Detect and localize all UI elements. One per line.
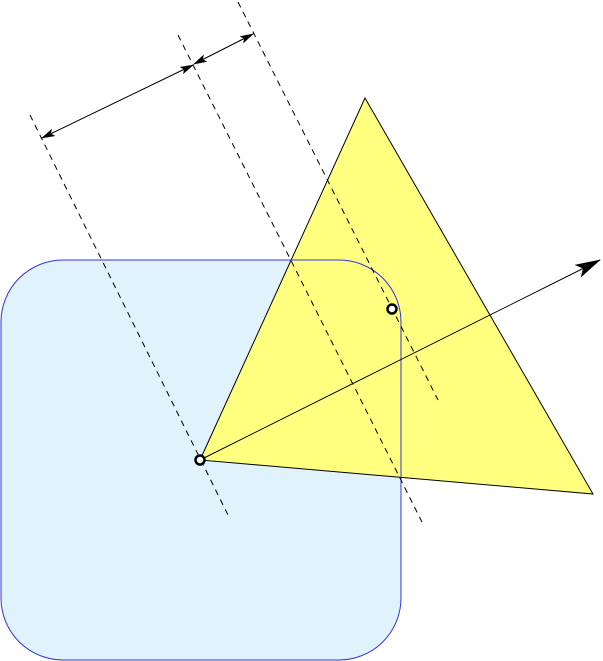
dimension-arrow-2 [193, 33, 254, 65]
dimension-arrow-1 [41, 64, 194, 139]
dashed-line-1 [29, 114, 229, 516]
support-point [386, 303, 398, 315]
dashed-line-3 [237, 1, 439, 401]
direction-arrow [199, 259, 601, 461]
rounded-square-outline [0, 259, 402, 661]
triangle [199, 96, 594, 495]
dashed-line-2 [177, 34, 423, 523]
center-point [194, 454, 206, 466]
